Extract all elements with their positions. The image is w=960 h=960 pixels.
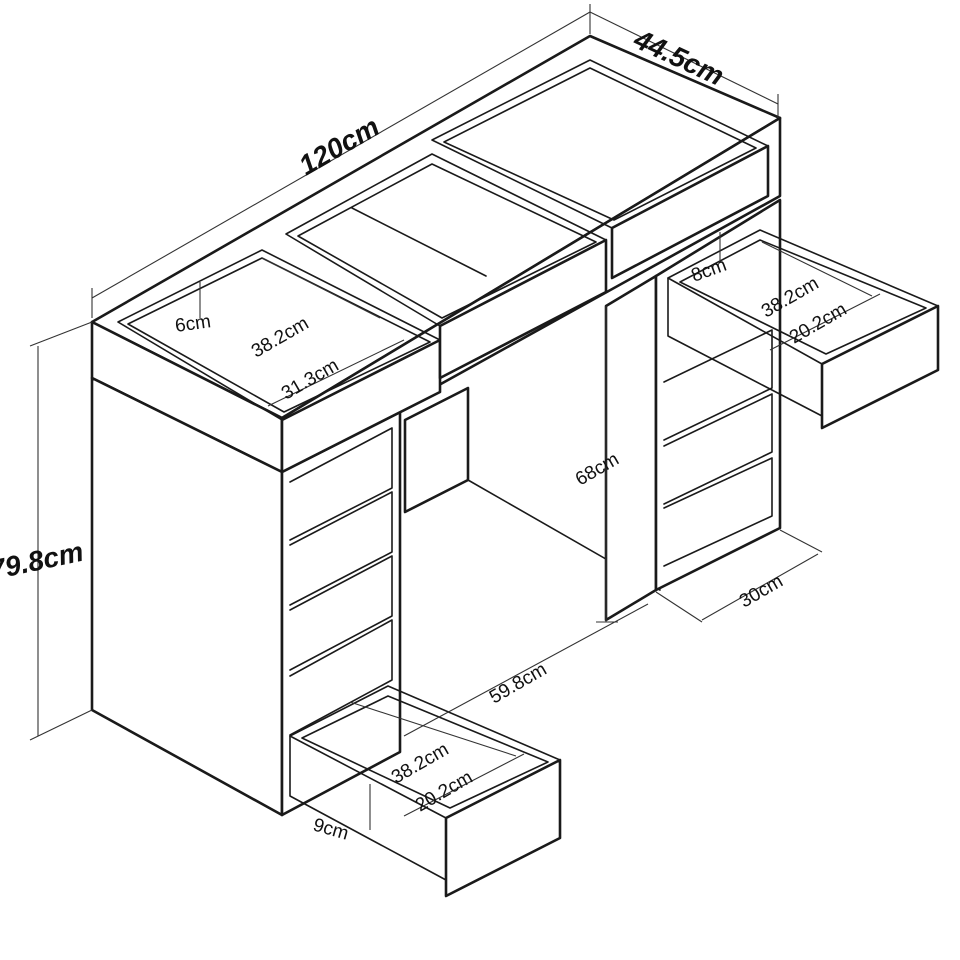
- cabinet-width-dim-line: [701, 553, 819, 621]
- left-tray-inner: [127, 257, 431, 413]
- right-open-drawer-side: [667, 277, 823, 417]
- center-drawer: [403, 386, 470, 514]
- width-dim-line: [91, 11, 591, 299]
- right-drawer-3: [663, 393, 773, 505]
- right-drawer-width-dim: [769, 293, 881, 351]
- label-bottom-drawer-height: 9cm: [311, 815, 351, 845]
- left-drawer-3: [289, 555, 393, 671]
- cabinet-width-tick-left: [655, 591, 703, 623]
- desk-outline: [90, 34, 940, 898]
- cabinet-width-tick-right: [779, 529, 823, 553]
- right-open-drawer-inner: [679, 239, 927, 355]
- height-tick-bottom: [29, 709, 93, 741]
- bottom-open-drawer-inner: [301, 695, 549, 809]
- bottom-open-drawer-front: [444, 758, 562, 898]
- right-tray-inner: [443, 67, 757, 221]
- knee-width-dim-line: [403, 603, 649, 737]
- right-open-drawer-front: [820, 304, 940, 430]
- left-drawer-1: [289, 427, 393, 541]
- right-drawer-depth-dim: [761, 241, 873, 297]
- left-drawer-4: [289, 619, 393, 736]
- label-cabinet-width: 30cm: [736, 571, 787, 612]
- label-height: 79.8cm: [0, 536, 86, 586]
- dimension-lines: [29, 4, 881, 830]
- center-tray-inner: [297, 163, 597, 319]
- left-pedestal-front: [280, 410, 402, 817]
- bottom-open-drawer-side: [289, 735, 447, 881]
- right-tray-front: [610, 144, 770, 280]
- tray-width-dim-line: [267, 339, 405, 407]
- tray-depth-dim-line: [261, 257, 381, 319]
- right-drawer-4: [663, 457, 773, 567]
- label-tray-rim: 6cm: [174, 311, 212, 337]
- label-knee-width: 59.8cm: [486, 659, 550, 708]
- right-drawer-2: [663, 329, 773, 441]
- bottom-drawer-width-dim: [403, 753, 525, 817]
- left-drawer-2: [289, 491, 393, 606]
- center-tray-front: [438, 238, 608, 380]
- depth-dim-line: [589, 11, 779, 105]
- height-tick-top: [29, 321, 93, 347]
- tray-dividers: [351, 207, 487, 277]
- right-leg-panel: [604, 274, 658, 622]
- bottom-drawer-depth-dim: [349, 701, 517, 757]
- left-tray-front: [280, 338, 442, 474]
